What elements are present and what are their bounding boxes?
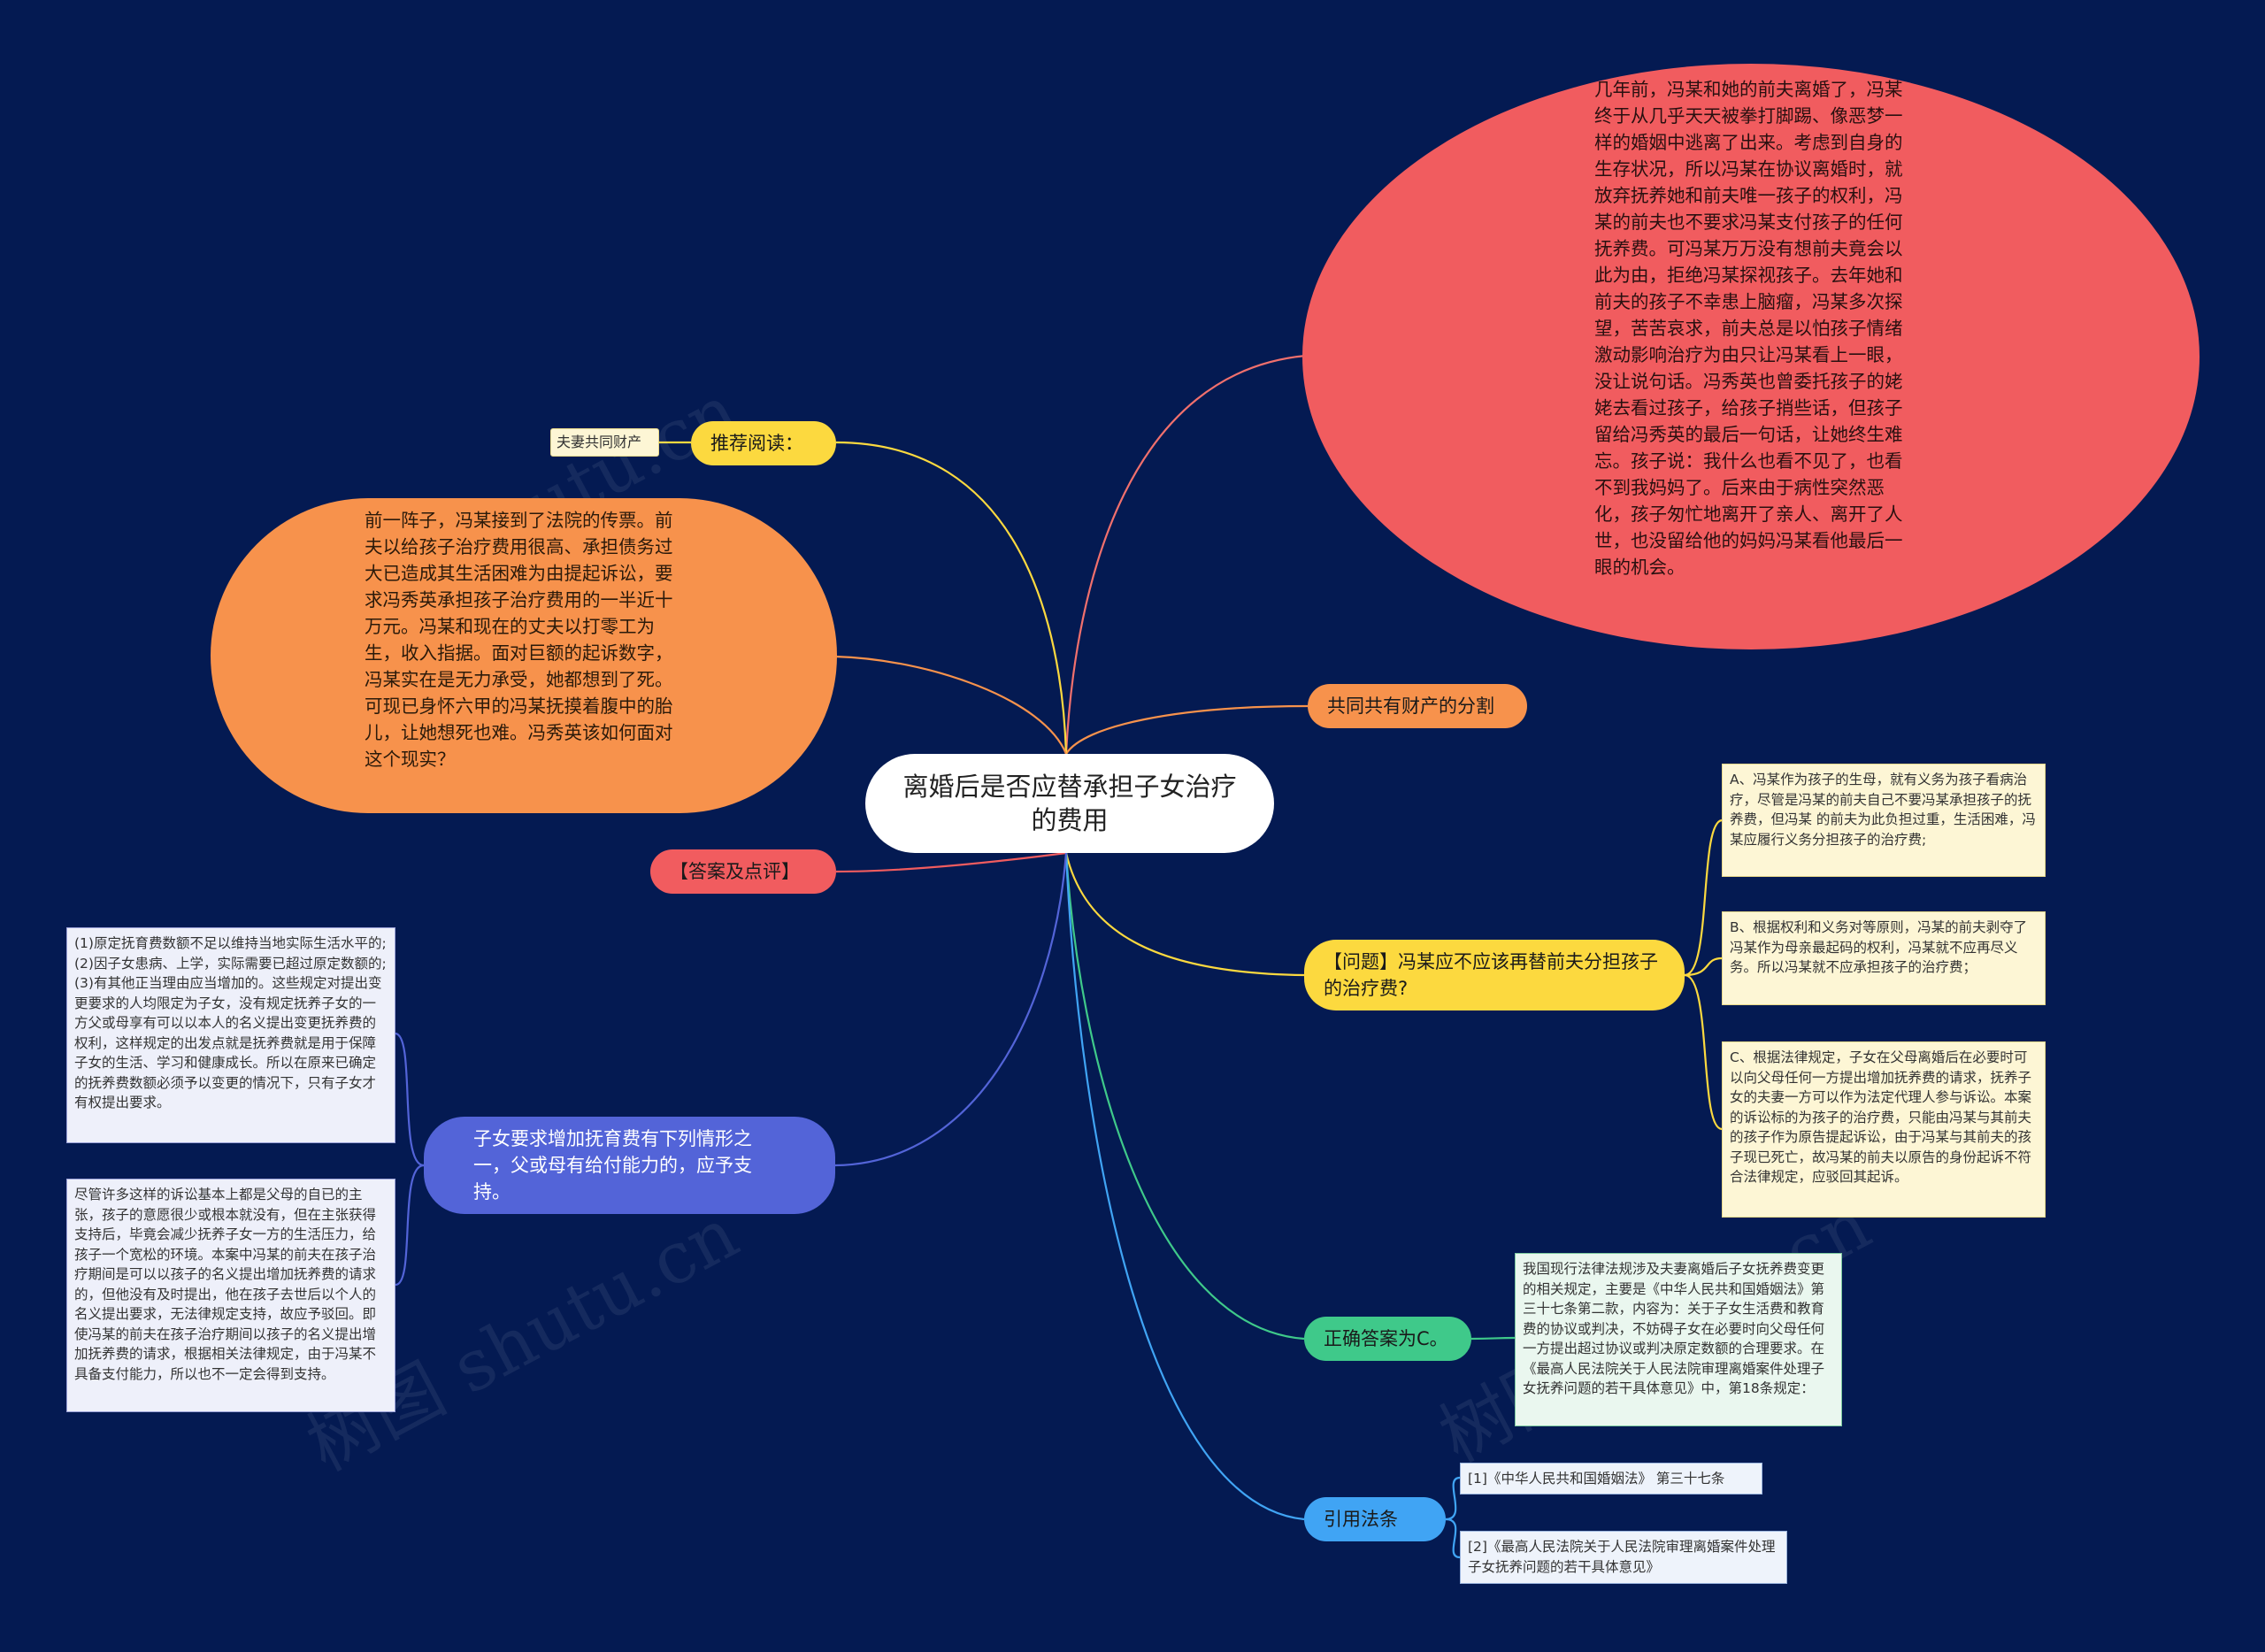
citation-label: 引用法条: [1324, 1509, 1398, 1530]
link-increase-2: [395, 1164, 425, 1287]
answer-review-label: 【答案及点评】: [670, 861, 800, 882]
citation-1-text: [1]《中华人民共和国婚姻法》 第三十七条: [1468, 1471, 1725, 1487]
story-main-node[interactable]: 几年前，冯某和她的前夫离婚了，冯某终于从几乎天天被拳打脚踢、像恶梦一样的婚姻中逃…: [1302, 64, 2200, 649]
common-property-label: 共同共有财产的分割: [1327, 695, 1494, 717]
link-root-recommend: [835, 441, 1068, 755]
link-increase-1: [395, 1032, 425, 1167]
link-question-a: [1684, 818, 1723, 977]
link-root-question: [1064, 852, 1305, 977]
link-correct-detail: [1470, 1336, 1516, 1341]
option-b-card[interactable]: B、根据权利和义务对等原则，冯某的前夫剥夺了冯某作为母亲最起码的权利，冯某就不应…: [1722, 911, 2046, 1005]
increase-detail-1-text: (1)原定抚育费数额不足以维持当地实际生活水平的;(2)因子女患病、上学，实际需…: [74, 935, 387, 1110]
link-root-increase: [834, 852, 1068, 1167]
increase-detail-2[interactable]: 尽管许多这样的诉讼基本上都是父母的自已的主张，孩子的意愿很少或根本就没有，但在主…: [66, 1179, 395, 1412]
link-citation-2: [1445, 1518, 1461, 1559]
recommend-tag[interactable]: 夫妻共同财产: [550, 428, 659, 457]
link-root-story: [1064, 354, 1307, 755]
answer-review-node[interactable]: 【答案及点评】: [650, 849, 836, 894]
link-root-answer: [835, 851, 1067, 873]
citation-node[interactable]: 引用法条: [1304, 1497, 1446, 1541]
citation-2-card[interactable]: [2]《最高人民法院关于人民法院审理离婚案件处理子女抚养问题的若干具体意见》: [1460, 1531, 1787, 1584]
increase-node[interactable]: 子女要求增加抚育费有下列情形之一，父或母有给付能力的，应予支持。: [424, 1117, 835, 1214]
link-question-c: [1684, 973, 1723, 1131]
link-question-b: [1684, 957, 1723, 977]
correct-answer-node[interactable]: 正确答案为C。: [1304, 1317, 1471, 1361]
link-root-property: [1065, 704, 1309, 755]
citation-1-card[interactable]: [1]《中华人民共和国婚姻法》 第三十七条: [1460, 1463, 1762, 1494]
correct-detail-text: 我国现行法律法规涉及夫妻离婚后子女抚养费变更的相关规定，主要是《中华人民共和国婚…: [1523, 1261, 1825, 1396]
link-root-correct: [1064, 852, 1305, 1341]
root-topic[interactable]: 离婚后是否应替承担子女治疗的费用: [865, 754, 1274, 853]
option-c-card[interactable]: C、根据法律规定，子女在父母离婚后在必要时可以向父母任何一方提出增加抚养费的请求…: [1722, 1041, 2046, 1218]
increase-detail-2-text: 尽管许多这样的诉讼基本上都是父母的自已的主张，孩子的意愿很少或根本就没有，但在主…: [74, 1187, 377, 1382]
correct-detail-card[interactable]: 我国现行法律法规涉及夫妻离婚后子女抚养费变更的相关规定，主要是《中华人民共和国婚…: [1515, 1253, 1842, 1426]
question-label: 【问题】冯某应不应该再替前夫分担孩子的治疗费?: [1324, 951, 1658, 999]
increase-label: 子女要求增加抚育费有下列情形之一，父或母有给付能力的，应予支持。: [473, 1128, 752, 1203]
question-node[interactable]: 【问题】冯某应不应该再替前夫分担孩子的治疗费?: [1304, 940, 1685, 1010]
recommend-label: 推荐阅读：: [710, 433, 803, 454]
lawsuit-text: 前一阵子，冯某接到了法院的传票。前夫以给孩子治疗费用很高、承担债务过大已造成其生…: [365, 510, 673, 770]
recommend-node[interactable]: 推荐阅读：: [691, 421, 836, 465]
common-property-node[interactable]: 共同共有财产的分割: [1308, 684, 1527, 728]
correct-answer-label: 正确答案为C。: [1324, 1328, 1448, 1349]
lawsuit-node[interactable]: 前一阵子，冯某接到了法院的传票。前夫以给孩子治疗费用很高、承担债务过大已造成其生…: [211, 498, 837, 813]
link-root-lawsuit: [834, 655, 1068, 755]
recommend-tag-label: 夫妻共同财产: [557, 434, 642, 450]
root-title: 离婚后是否应替承担子女治疗的费用: [902, 772, 1237, 835]
option-a-card[interactable]: A、冯某作为孩子的生母，就有义务为孩子看病治疗，尽管是冯某的前夫自己不要冯某承担…: [1722, 764, 2046, 877]
option-a-text: A、冯某作为孩子的生母，就有义务为孩子看病治疗，尽管是冯某的前夫自己不要冯某承担…: [1730, 772, 2036, 848]
citation-2-text: [2]《最高人民法院关于人民法院审理离婚案件处理子女抚养问题的若干具体意见》: [1468, 1539, 1776, 1575]
increase-detail-1[interactable]: (1)原定抚育费数额不足以维持当地实际生活水平的;(2)因子女患病、上学，实际需…: [66, 927, 395, 1143]
story-main-text: 几年前，冯某和她的前夫离婚了，冯某终于从几乎天天被拳打脚踢、像恶梦一样的婚姻中逃…: [1594, 79, 1903, 578]
option-b-text: B、根据权利和义务对等原则，冯某的前夫剥夺了冯某作为母亲最起码的权利，冯某就不应…: [1730, 919, 2028, 975]
link-citation-1: [1445, 1476, 1461, 1521]
link-root-citation: [1064, 852, 1305, 1521]
option-c-text: C、根据法律规定，子女在父母离婚后在必要时可以向父母任何一方提出增加抚养费的请求…: [1730, 1049, 2032, 1185]
